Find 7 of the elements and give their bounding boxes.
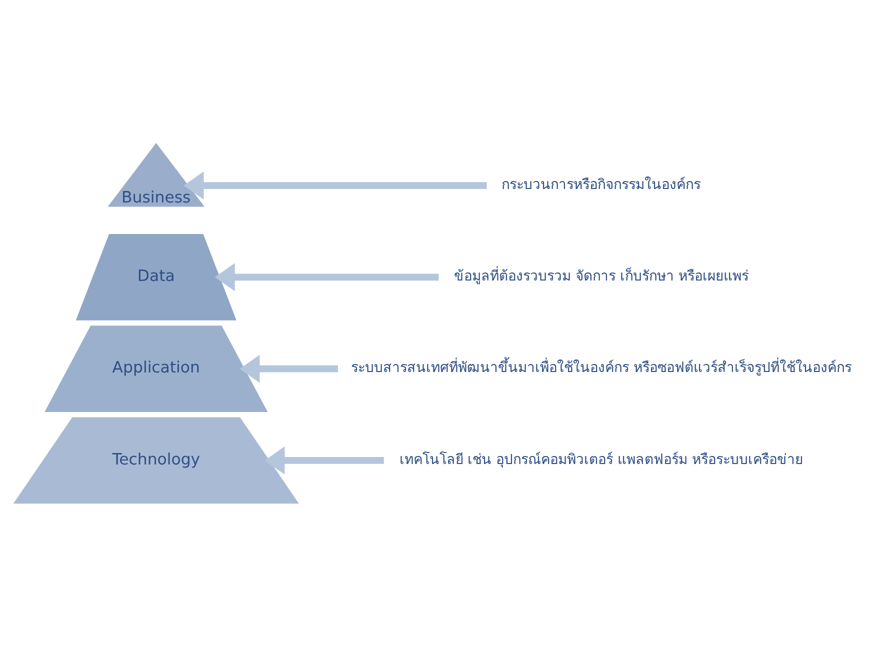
arrow <box>240 354 338 383</box>
node-text: ข้อมูลที่ต้องรวบรวม จัดการ เก็บรักษา หรือเผยแพร่ <box>454 268 748 284</box>
node-text: กระบวนการหรือกิจกรรมในองค์กร <box>502 176 701 193</box>
arrow <box>264 446 384 474</box>
node-text: เทคโนโลยี เช่น อุปกรณ์คอมพิวเตอร์ แพลตฟอร์ม หรือระบบเครือข่าย <box>399 452 804 468</box>
arrow <box>184 172 487 200</box>
arrow <box>214 263 439 292</box>
